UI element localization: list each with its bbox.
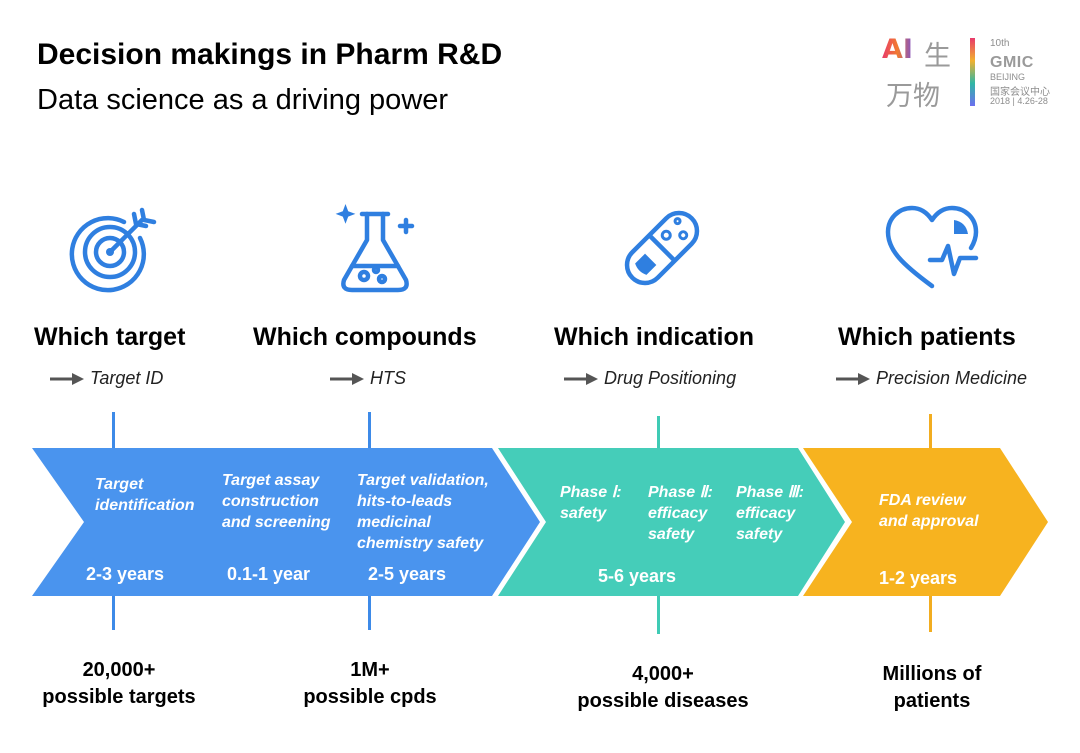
step-validation-leads: Target validation, hits-to-leads medicin… [357,470,489,554]
logo-divider [970,38,975,106]
stage-sub-compounds: HTS [330,368,406,389]
stage-title-indication: Which indication [554,323,754,351]
connector-line-compounds-bottom [368,596,371,630]
stat-label: possible diseases [577,690,749,712]
step-label-line: Phase Ⅲ: [736,484,804,501]
stage-sub-target: Target ID [50,368,163,389]
stage-sub-patients: Precision Medicine [836,368,1027,389]
stage-title-target: Which target [34,323,186,351]
duration-target-identification: 2-3 years [86,564,165,584]
connector-line-target-bottom [112,596,115,630]
stat-value: 20,000+ [82,659,156,681]
connector-line-compounds-top [368,412,371,448]
page-title: Decision makings in Pharm R&D [37,38,503,71]
connector-line-indication-bottom [657,596,660,634]
stat-value: 4,000+ [632,663,694,685]
stage-title-patients: Which patients [838,323,1016,351]
arrow-right-icon [836,372,870,385]
stat-diseases: 4,000+ possible diseases [553,661,773,715]
step-phase-1: Phase Ⅰ: safety [560,482,622,524]
chevron-approval [803,448,1048,596]
stat-value: Millions of [882,663,982,685]
step-label-line: efficacy [736,505,796,522]
logo-city: BEIJING [990,72,1026,82]
stat-targets: 20,000+ possible targets [19,657,219,711]
step-target-identification: Target identification [95,474,195,516]
stage-sub-indication: Drug Positioning [564,368,736,389]
step-label-line: construction [222,493,319,510]
target-icon [69,207,157,293]
step-label-line: identification [95,497,195,514]
step-phase-3: Phase Ⅲ: efficacy safety [736,482,804,545]
step-label-line: hits-to-leads [357,493,453,510]
stat-label: possible cpds [303,686,437,708]
stage-sub-label: Precision Medicine [876,368,1028,388]
duration-approval: 1-2 years [879,568,958,588]
logo-edition: 10th [990,38,1010,49]
stage-sub-label: Target ID [90,368,164,388]
stage-title-compounds: Which compounds [253,323,477,351]
step-label-line: safety [560,505,607,522]
page-subtitle: Data science as a driving power [37,84,449,116]
logo-cn-bottom: 万物 [886,81,940,112]
step-label-line: FDA review [879,492,966,509]
logo-cn-top: 生 [924,41,951,72]
step-label-line: chemistry safety [357,535,484,552]
stat-patients: Millions of patients [832,661,1032,715]
step-fda-review: FDA review and approval [879,490,979,532]
logo-date: 2018 | 4.26-28 [990,96,1048,106]
chevron-clinical [498,448,845,596]
arrow-right-icon [330,372,364,385]
logo-gmic: GMIC [990,54,1034,71]
step-label-line: safety [648,526,695,543]
step-label-line: Target assay [222,472,320,489]
logo-venue: 国家会议中心 [990,87,1050,98]
step-label-line: Phase Ⅱ: [648,484,713,501]
arrow-right-icon [564,372,598,385]
step-label-line: efficacy [648,505,708,522]
duration-validation-leads: 2-5 years [368,564,447,584]
connector-line-patients-top [929,414,932,450]
step-label-line: Target validation, [357,472,489,489]
heart-icon [885,205,979,289]
stage-sub-label: HTS [370,368,406,388]
stat-label: possible targets [42,686,196,708]
step-label-line: Target [95,476,144,493]
step-label-line: and screening [222,514,331,531]
arrow-right-icon [50,372,84,385]
step-label-line: Phase Ⅰ: [560,484,622,501]
stage-sub-label: Drug Positioning [604,368,737,388]
capsule-icon [624,210,700,286]
connector-line-target-top [112,412,115,448]
step-assay-screening: Target assay construction and screening [222,470,330,533]
connector-line-indication-top [657,416,660,450]
stat-value: 1M+ [350,659,390,681]
flask-icon [335,204,415,293]
duration-clinical: 5-6 years [598,566,677,586]
logo-ai-text: AI [882,34,913,65]
connector-line-patients-bottom [929,596,932,632]
step-label-line: safety [736,526,783,543]
step-label-line: and approval [879,513,979,530]
step-label-line: medicinal [357,514,431,531]
chevron-discovery [32,448,540,596]
duration-assay-screening: 0.1-1 year [227,564,311,584]
stat-compounds: 1M+ possible cpds [270,657,470,711]
step-phase-2: Phase Ⅱ: efficacy safety [648,482,713,545]
gmic-logo: AI 生 万物 10th GMIC BEIJING 国家会议中心 2018 | … [882,34,1072,112]
stat-label: patients [893,690,971,712]
